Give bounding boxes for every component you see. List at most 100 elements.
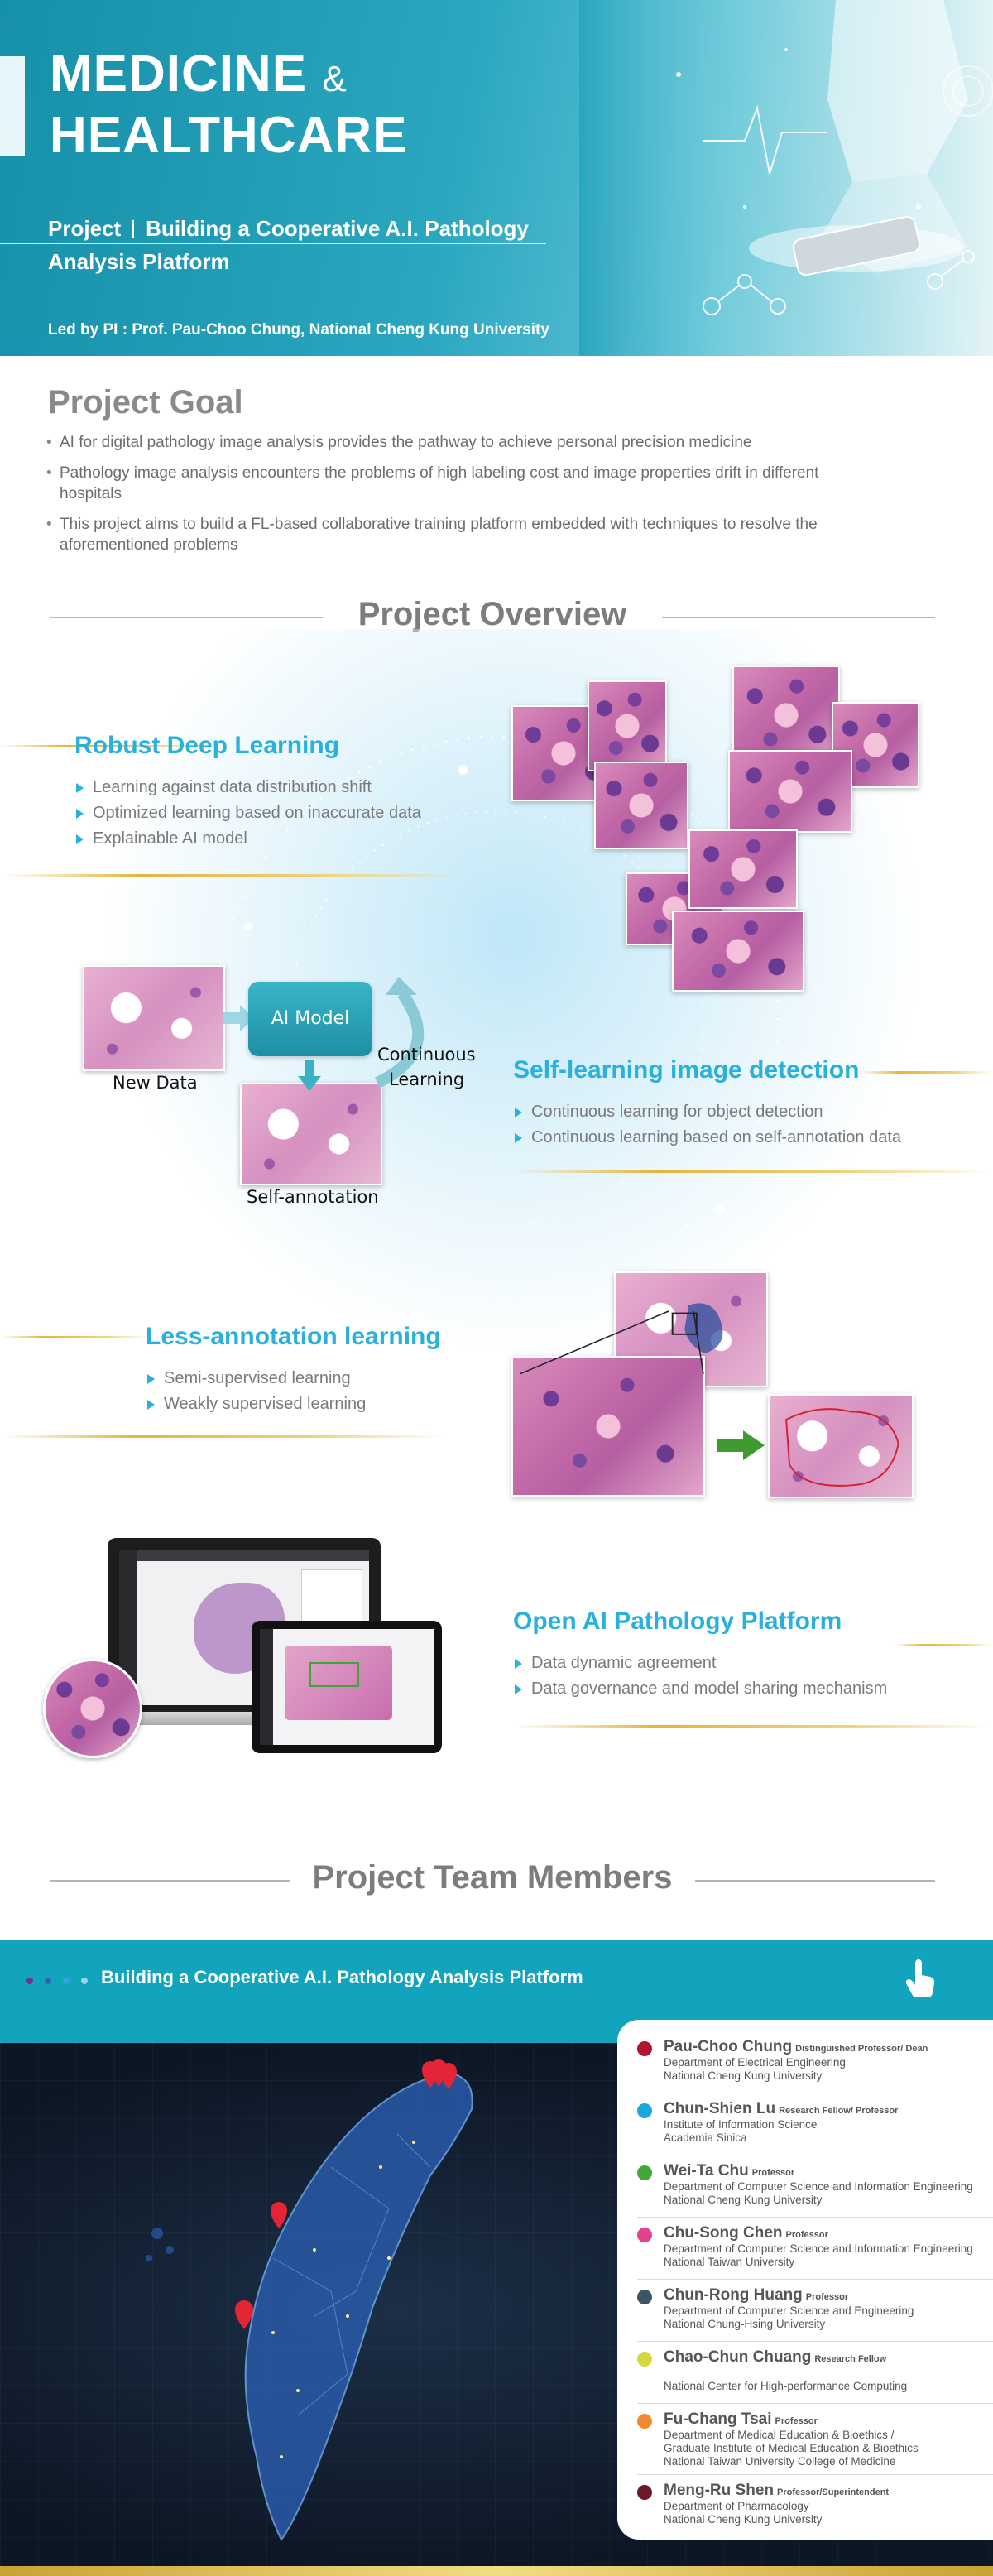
heading-rule-left <box>50 1880 290 1882</box>
hero-led-by: Led by PI : Prof. Pau-Choo Chung, Nation… <box>48 321 549 339</box>
ai-model-box: AI Model <box>248 982 372 1056</box>
feature-robust-list: Learning against data distribution shift… <box>74 775 421 852</box>
overview-title: Project Overview <box>357 596 627 632</box>
project-name: Building a Cooperative A.I. Pathology An… <box>48 216 529 274</box>
member-name: Fu-Chang Tsai <box>664 2410 772 2428</box>
zoomed-histology-image <box>511 1356 705 1497</box>
member-title: Professor <box>775 2416 818 2426</box>
tablet-screen <box>260 1629 434 1745</box>
member-dept: Institute of Information Science <box>664 2118 818 2131</box>
feature-self-learning-title: Self-learning image detection <box>513 1056 860 1084</box>
member-title: Professor <box>751 2168 795 2178</box>
member-institution: National Center for High-performance Com… <box>664 2380 908 2392</box>
histology-image <box>588 680 667 771</box>
title-ampersand: & <box>322 59 348 99</box>
member-color-dot <box>637 2103 652 2118</box>
gold-accent-line <box>513 1170 993 1173</box>
member-name: Chun-Rong Huang <box>664 2286 803 2304</box>
dot <box>26 1978 33 1984</box>
zoom-lines <box>519 1310 704 1374</box>
feature-item: Explainable AI model <box>74 826 421 852</box>
hero-title-line1: MEDICINE & <box>50 45 348 103</box>
feature-less-annotation-list: Semi-supervised learning Weakly supervis… <box>146 1366 366 1417</box>
feature-item: Continuous learning for object detection <box>513 1099 901 1125</box>
diagram-arrows <box>223 977 425 1091</box>
taiwan-map <box>146 2059 473 2541</box>
gold-accent-line <box>894 1644 993 1646</box>
goal-item: AI for digital pathology image analysis … <box>45 432 955 453</box>
banner-dots <box>26 1973 99 1988</box>
team-title: Project Team Members <box>312 1859 673 1896</box>
label-continuous: Continuous <box>377 1045 476 1065</box>
member-institution: National Cheng Kung University <box>664 2069 823 2082</box>
project-label: Project <box>48 216 122 241</box>
pointer-hand-icon <box>905 1959 935 1997</box>
member-dept <box>664 2367 993 2380</box>
feature-item: Data dynamic agreement <box>513 1651 887 1676</box>
feature-item: Semi-supervised learning <box>146 1366 366 1391</box>
label-new-data: New Data <box>113 1073 198 1093</box>
heading-rule-right <box>662 617 935 618</box>
histology-image <box>732 666 840 765</box>
gold-accent-line <box>513 1725 993 1728</box>
goal-list: AI for digital pathology image analysis … <box>45 432 955 564</box>
hero-accent-bar <box>0 56 25 156</box>
feature-robust-title: Robust Deep Learning <box>74 732 340 759</box>
team-banner-title: Building a Cooperative A.I. Pathology An… <box>101 1967 583 1987</box>
gold-accent-line <box>0 1435 447 1438</box>
member-title: Distinguished Professor/ Dean <box>795 2044 928 2054</box>
feature-self-learning-list: Continuous learning for object detection… <box>513 1099 901 1151</box>
overview-heading: Project Overview <box>50 596 935 637</box>
member-name: Chun-Shien Lu <box>664 2100 776 2117</box>
member-institution: National Cheng Kung University <box>664 2513 823 2526</box>
magnified-tissue-circle <box>43 1659 142 1758</box>
histology-image <box>728 750 852 833</box>
member-dept: Graduate Institute of Medical Education … <box>664 2442 919 2454</box>
member-institution: National Taiwan University College of Me… <box>664 2455 896 2468</box>
member-dept: Department of Computer Science and Infor… <box>664 2242 973 2255</box>
region-outline <box>785 1408 899 1487</box>
member-dept: Department of Electrical Engineering <box>664 2056 846 2069</box>
toolbar-sidebar <box>119 1550 137 1705</box>
feature-item: Weakly supervised learning <box>146 1391 366 1417</box>
feature-item: Data governance and model sharing mechan… <box>513 1676 887 1702</box>
project-separator <box>132 220 135 238</box>
member-color-dot <box>637 2414 652 2429</box>
feature-open-platform-list: Data dynamic agreement Data governance a… <box>513 1651 887 1702</box>
feature-item: Continuous learning based on self-annota… <box>513 1125 901 1151</box>
gold-accent-line <box>0 1336 149 1338</box>
tablet-toolbar <box>260 1629 273 1745</box>
member-name: Pau-Choo Chung <box>664 2038 793 2055</box>
member-title: Professor <box>785 2230 828 2240</box>
member-name: Chu-Song Chen <box>664 2224 783 2242</box>
gold-accent-line <box>0 874 463 877</box>
member-dept: Department of Medical Education & Bioeth… <box>664 2429 895 2441</box>
green-arrow-icon <box>717 1430 765 1460</box>
histology-image <box>594 762 688 849</box>
team-heading: Project Team Members <box>50 1859 935 1901</box>
member-dept: Department of Computer Science and Engin… <box>664 2304 914 2317</box>
member-title: Professor <box>805 2292 849 2302</box>
goal-item: Pathology image analysis encounters the … <box>45 463 872 504</box>
member-dept: Department of Computer Science and Infor… <box>664 2180 973 2193</box>
member-name: Wei-Ta Chu <box>664 2162 749 2180</box>
member-color-dot <box>637 2041 652 2056</box>
goal-item: This project aims to build a FL-based co… <box>45 514 922 555</box>
member-title: Research Fellow/ Professor <box>779 2106 899 2116</box>
feature-less-annotation-title: Less-annotation learning <box>146 1323 441 1350</box>
member-color-dot <box>637 2165 652 2180</box>
label-learning: Learning <box>389 1069 465 1089</box>
member-dept: Department of Pharmacology <box>664 2500 809 2512</box>
new-data-image <box>83 965 225 1071</box>
histology-image <box>688 829 798 909</box>
tablet-region <box>309 1662 359 1687</box>
